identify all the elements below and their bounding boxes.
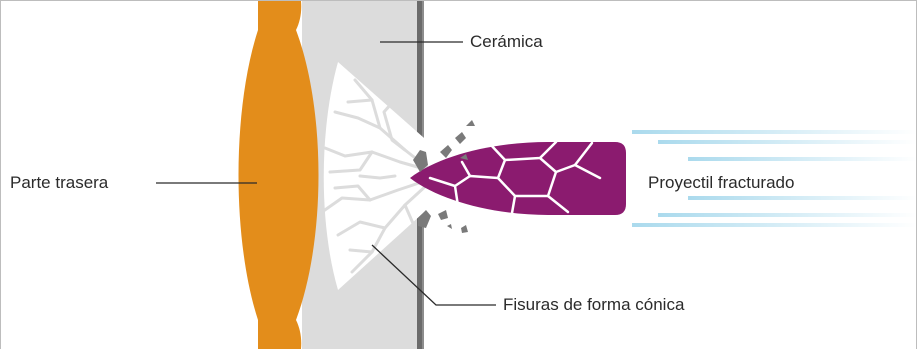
cracks-label: Fisuras de forma cónica xyxy=(503,295,685,314)
projectile-fractures xyxy=(428,140,602,215)
leader-fisuras xyxy=(371,244,496,306)
projectile-body xyxy=(410,142,626,215)
debris-fragments xyxy=(413,120,475,233)
backing-label: Parte trasera xyxy=(10,173,109,192)
fracture-cone xyxy=(323,62,432,290)
backing-plate xyxy=(238,1,319,349)
projectile-label: Proyectil fracturado xyxy=(648,173,795,192)
ceramic-label: Cerámica xyxy=(470,32,543,51)
leader-lines xyxy=(156,41,496,306)
crack-lines xyxy=(320,78,430,274)
motion-trails xyxy=(632,130,917,227)
